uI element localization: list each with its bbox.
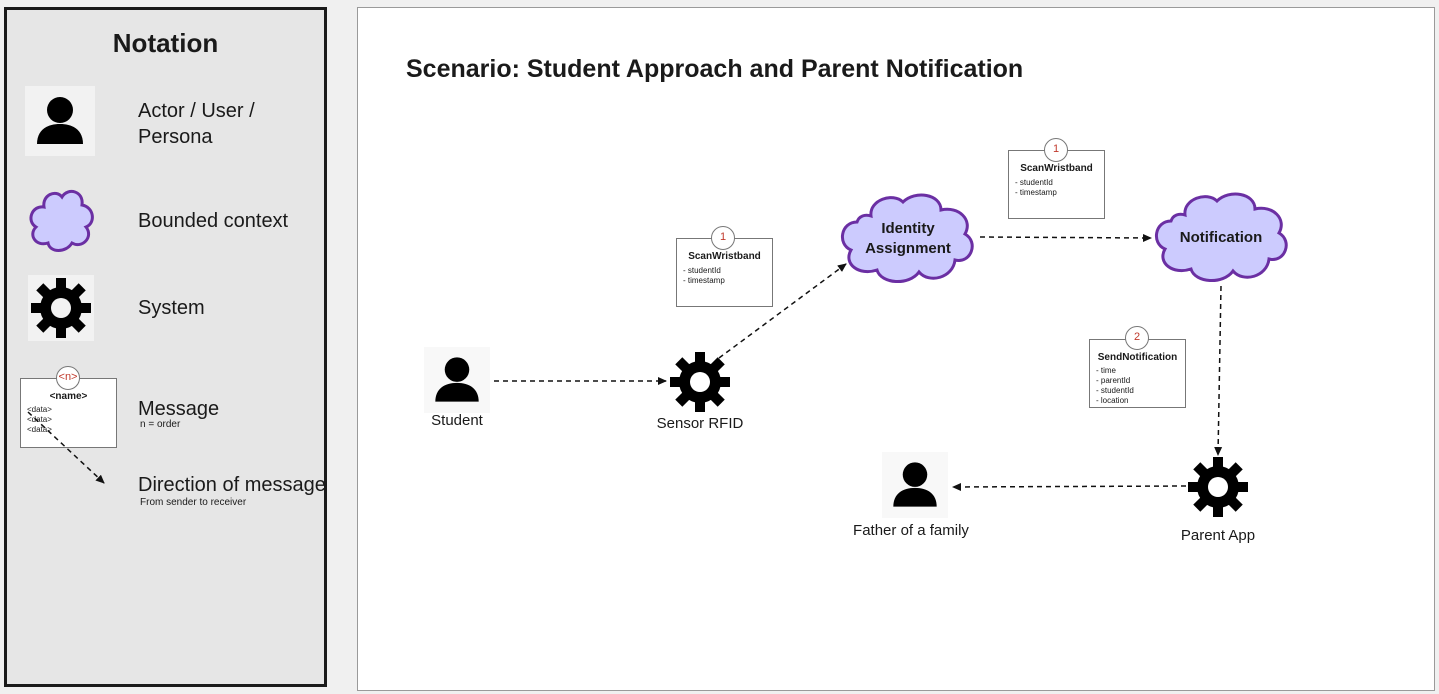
legend-direction-sub: From sender to receiver [140, 497, 247, 508]
legend-title: Notation [112, 28, 219, 58]
actor-icon [37, 97, 83, 144]
message-field: - location [1096, 396, 1129, 405]
legend-direction-arrow [27, 411, 105, 484]
legend-message-field: <data> [27, 425, 52, 434]
scenario-title: Scenario: Student Approach and Parent No… [406, 55, 1024, 83]
student-label: Student [431, 412, 483, 429]
message-fields: - time - parentId - studentId - location [1096, 366, 1185, 406]
message-order-badge: 1 [1044, 138, 1068, 162]
message-fields: - studentId - timestamp [683, 266, 772, 286]
identity-to-notification-arrow [979, 233, 1152, 242]
legend-message-field: <data> [27, 405, 52, 414]
bounded-context-icon [29, 189, 94, 252]
message-field: - studentId [1015, 178, 1053, 187]
legend-message-field: <data> [27, 415, 52, 424]
actor-icon [893, 462, 937, 507]
legend-message-fields: <data> <data> <data> [27, 405, 116, 435]
message-field: - time [1096, 366, 1116, 375]
message-name: ScanWristband [688, 251, 761, 262]
parent-app-label: Parent App [1180, 527, 1256, 544]
message-field: - studentId [1096, 386, 1134, 395]
message-card: SendNotification - time - parentId - stu… [1089, 339, 1186, 408]
gear-icon [670, 352, 730, 412]
message-order-badge: 2 [1125, 326, 1149, 350]
legend-system-label: System [138, 297, 205, 319]
notification-to-parent-app-arrow [1214, 285, 1223, 456]
message-field: - parentId [1096, 376, 1131, 385]
message-fields: - studentId - timestamp [1015, 178, 1104, 198]
father-tile [882, 452, 948, 518]
legend-message-card: <name> <data> <data> <data> [20, 378, 117, 448]
sensor-to-identity-arrow [718, 263, 847, 359]
message-name: ScanWristband [1020, 163, 1093, 174]
legend-message-sub: n = order [140, 419, 181, 430]
parent-app-to-father-arrow [952, 482, 1187, 491]
message-field: - timestamp [683, 276, 725, 285]
legend-message-badge: <n> [56, 366, 80, 390]
message-field: - studentId [683, 266, 721, 275]
notification-label: Notification [1179, 229, 1263, 246]
actor-icon [435, 357, 479, 402]
bounded-context-icon [1155, 192, 1288, 282]
legend-direction-label: Direction of message [138, 474, 326, 496]
identity-assignment-label: Identity Assignment [838, 219, 978, 259]
father-label: Father of a family [853, 522, 969, 539]
legend-actor-tile [25, 86, 95, 156]
identity-label-line2: Assignment [865, 240, 951, 257]
student-tile [424, 347, 490, 413]
message-name: SendNotification [1097, 352, 1178, 363]
gear-icon [31, 278, 91, 338]
legend-context-label: Bounded context [138, 210, 289, 232]
identity-label-line1: Identity [881, 220, 935, 237]
message-field: - timestamp [1015, 188, 1057, 197]
legend-system-tile [28, 275, 94, 341]
bounded-context-icon [841, 193, 974, 283]
scenario-canvas [357, 7, 1435, 691]
legend-message-name: <name> [49, 391, 88, 402]
legend-message-label: Message [138, 398, 220, 420]
legend-actor-label: Actor / User / Persona [138, 100, 255, 148]
sensor-label: Sensor RFID [656, 415, 744, 432]
gear-icon [1188, 457, 1248, 517]
message-order-badge: 1 [711, 226, 735, 250]
